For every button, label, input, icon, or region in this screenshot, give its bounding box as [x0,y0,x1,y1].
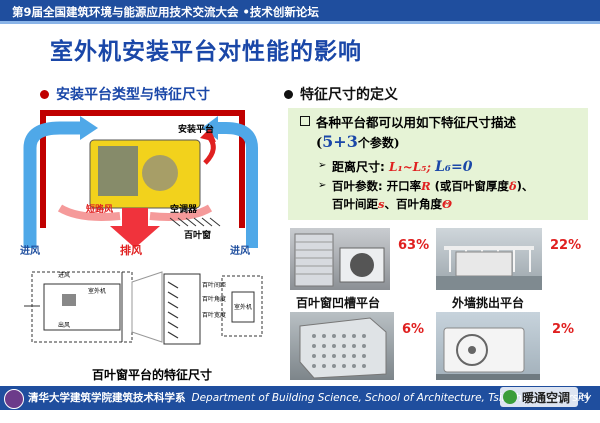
university-logo-icon [4,389,24,409]
photo-louver-groove-art [294,233,385,287]
platform-left-wall [40,110,46,228]
param-count-bold: 5+3 [322,132,358,151]
left-heading: 安装平台类型与特征尺寸 [56,87,210,103]
label-louver: 百叶窗 [184,231,212,241]
pct-wall-projecting: 22% [550,238,582,253]
dist-value: L₁~L₅; [389,160,431,174]
unit-fan [98,146,138,196]
louver-label: 百叶参数: 开口率 [332,179,422,193]
label-ac: 空调器 [170,205,198,215]
box-intro: 各种平台都可以用如下特征尺寸描述 [316,115,517,130]
airflow-svg [23,110,258,248]
zoom-connector [131,271,163,343]
footer-text: 清华大学建筑学院建筑技术科学系 Department of Building Sc… [28,390,591,405]
sketch-svg [24,271,263,345]
label-short-circuit: 短路风 [86,205,114,215]
louver-line-2: 百叶间距s、百叶角度Θ [332,196,452,212]
sketch-outer-frame [31,271,133,343]
page-number: 24 [578,392,590,402]
side-view-frame [221,275,263,337]
definition-box: 各种平台都可以用如下特征尺寸描述 (5+3个参数) ➢ 距离尺寸: L₁~L₅;… [288,108,588,220]
louver-mid: (或百叶窗厚度 [430,179,509,193]
short-circuit-flow-right [149,204,213,221]
recirc-arrowhead [200,128,216,142]
label-intake-right: 进风 [230,246,250,257]
exhaust-arrowhead [110,226,160,248]
page-title: 室外机安装平台对性能的影响 [50,39,362,65]
label-intake-left: 进风 [20,246,40,257]
label-platform: 安装平台 [178,125,215,135]
right-heading: 特征尺寸的定义 [300,87,398,103]
louver-s: s [378,197,385,211]
sketch-label-intake: 进风 [58,272,71,279]
square-bullet-icon [300,116,310,126]
intake-arrowhead-left [80,116,98,140]
sketch-label-outlet: 出风 [58,322,71,329]
louver-detail-frame [163,273,201,345]
watermark-badge: 暖通空调 [500,387,578,407]
footer-en: Department of Building Science, School o… [191,392,592,404]
photo-perforated-cover-art [299,317,387,379]
arrow-bullet-icon: ➢ [318,180,327,191]
dist-line: 距离尺寸: L₁~L₅; L₆=0 [332,158,473,175]
photo-louver-groove [290,228,390,290]
intake-arrow-right [216,122,258,248]
sketch-label-unit: 室外机 [88,288,107,295]
photo-wall-projecting [436,228,542,290]
short-circuit-flow-left [57,204,121,221]
wechat-icon [503,390,517,404]
bullet-dot-icon [284,90,293,99]
louver-angle: 、百叶角度 [384,197,442,211]
sketch-label-width: 百叶宽度 [202,312,227,319]
sketch-fan [62,294,76,306]
platform-right-wall [239,110,245,228]
louver-R: R [421,179,431,193]
pct-louver-groove: 63% [398,238,430,253]
louver-spacing: 百叶间距 [332,197,378,211]
sketch-label-angle: 百叶角度 [202,296,227,303]
pct-bare-unit: 2% [552,322,575,337]
dist-label: 距离尺寸: [332,160,385,174]
exhaust-arrow-body [122,208,148,226]
louver-line-1: 百叶参数: 开口率R (或百叶窗厚度δ)、 [332,178,533,194]
louver-hatch [169,217,221,227]
photo-bare-unit-art [436,327,540,380]
param-count-rest: 个参数) [357,136,400,150]
conference-title: 第9届全国建筑环境与能源应用技术交流大会 •技术创新论坛 [12,5,319,19]
caption-louver-groove: 百叶窗凹槽平台 [296,296,381,310]
louver-delta: δ [508,179,517,193]
louver-slats [167,281,179,339]
pct-perforated-cover: 6% [402,322,425,337]
intake-arrow-left [23,121,82,248]
left-caption: 百叶窗平台的特征尺寸 [92,368,213,382]
photo-perforated-cover [290,312,394,380]
footer-cn: 清华大学建筑学院建筑技术科学系 [28,392,186,404]
photo-bare-unit [436,312,540,380]
louver-theta: Θ [441,197,453,211]
sketch-label-spacing: 百叶间距 [202,282,227,289]
param-count: (5+3个参数) [316,132,400,151]
sketch-unit-box [43,283,121,331]
arrow-bullet-icon: ➢ [318,160,327,171]
caption-wall-projecting: 外墙挑出平台 [452,296,525,310]
photo-wall-projecting-art [436,246,542,290]
label-exhaust: 排风 [120,244,142,257]
sketch-label-side-unit: 室外机 [234,304,253,311]
platform-top-wall [40,110,245,116]
header-band [0,0,600,24]
dist-extra: L₆=0 [435,159,473,175]
watermark-text: 暖通空调 [522,391,571,405]
bullet-dot-icon [40,90,49,99]
platform-airflow-diagram: 安装平台 短路风 空调器 百叶窗 进风 排风 进风 [20,108,260,258]
feature-dimension-sketch: 进风 室外机 出风 百叶间距 百叶角度 百叶宽度 室外机 [22,262,272,362]
side-view-unit [231,291,255,323]
louver-end: )、 [516,179,534,193]
unit-compressor [142,155,178,191]
